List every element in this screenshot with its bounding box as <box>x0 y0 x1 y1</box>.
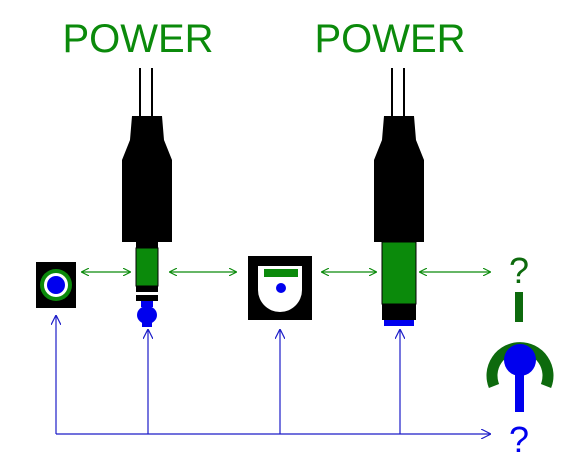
power-cable-plug-left-icon <box>122 68 172 327</box>
round-jack-socket-icon <box>36 262 76 308</box>
unknown-label-bottom: ? <box>509 419 529 460</box>
d-shaped-socket-icon <box>248 256 312 320</box>
unknown-label-top: ? <box>509 250 529 291</box>
power-cable-plug-right-icon <box>374 68 424 326</box>
power-label-left: POWER <box>62 17 213 61</box>
unknown-connector-icon: ? ? <box>486 250 554 460</box>
blue-arrows <box>56 316 490 434</box>
power-label-right: POWER <box>314 17 465 61</box>
